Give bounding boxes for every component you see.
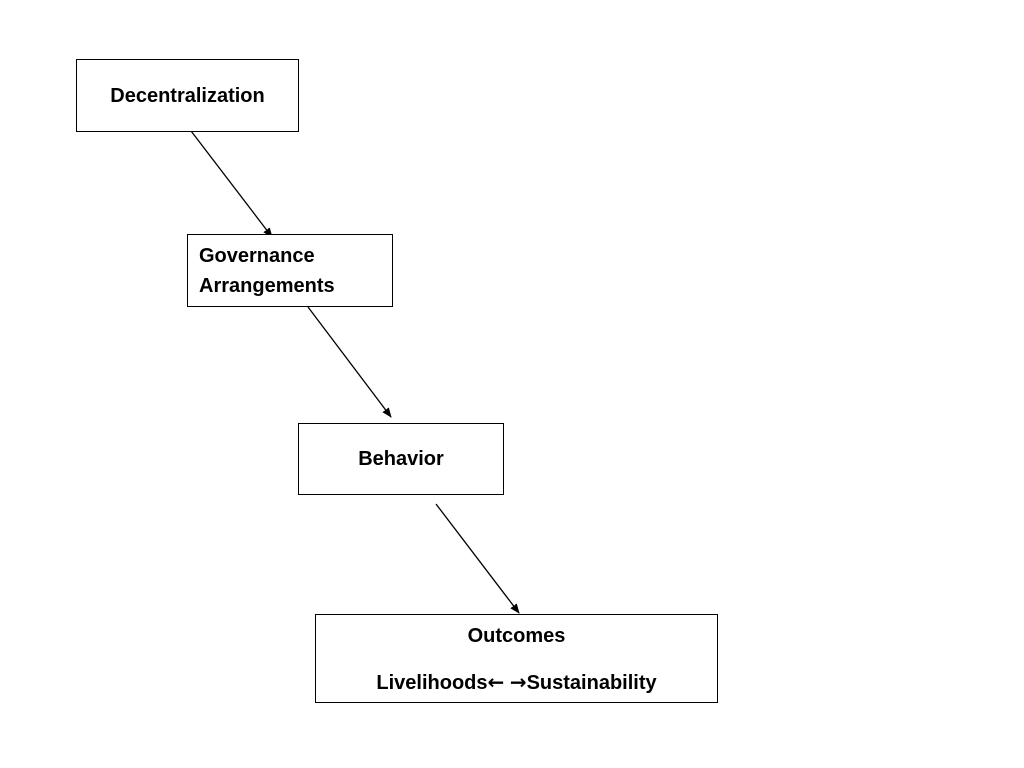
node-outcomes: Outcomes Livelihoods← →Sustainability	[315, 614, 718, 703]
node-decentralization: Decentralization	[76, 59, 299, 132]
right-arrow-icon: →	[509, 670, 527, 694]
left-arrow-icon: ←	[487, 670, 505, 694]
connector-decentralization-to-governance	[187, 126, 273, 238]
node-governance-label-line1: Governance	[199, 245, 315, 267]
node-behavior: Behavior	[298, 423, 504, 495]
node-outcomes-title: Outcomes	[467, 625, 566, 647]
outcome-sustainability: Sustainability	[526, 672, 657, 694]
node-governance-label-line2: Arrangements	[199, 275, 335, 297]
connector-behavior-to-outcomes	[435, 503, 520, 614]
outcomes-tradeoff-line: Livelihoods← →Sustainability	[316, 667, 717, 698]
node-governance-arrangements: Governance Arrangements	[187, 234, 393, 307]
connector-governance-to-behavior	[307, 306, 392, 418]
node-behavior-label: Behavior	[358, 448, 444, 470]
node-decentralization-label: Decentralization	[110, 84, 265, 107]
outcome-livelihoods: Livelihoods	[376, 672, 488, 694]
